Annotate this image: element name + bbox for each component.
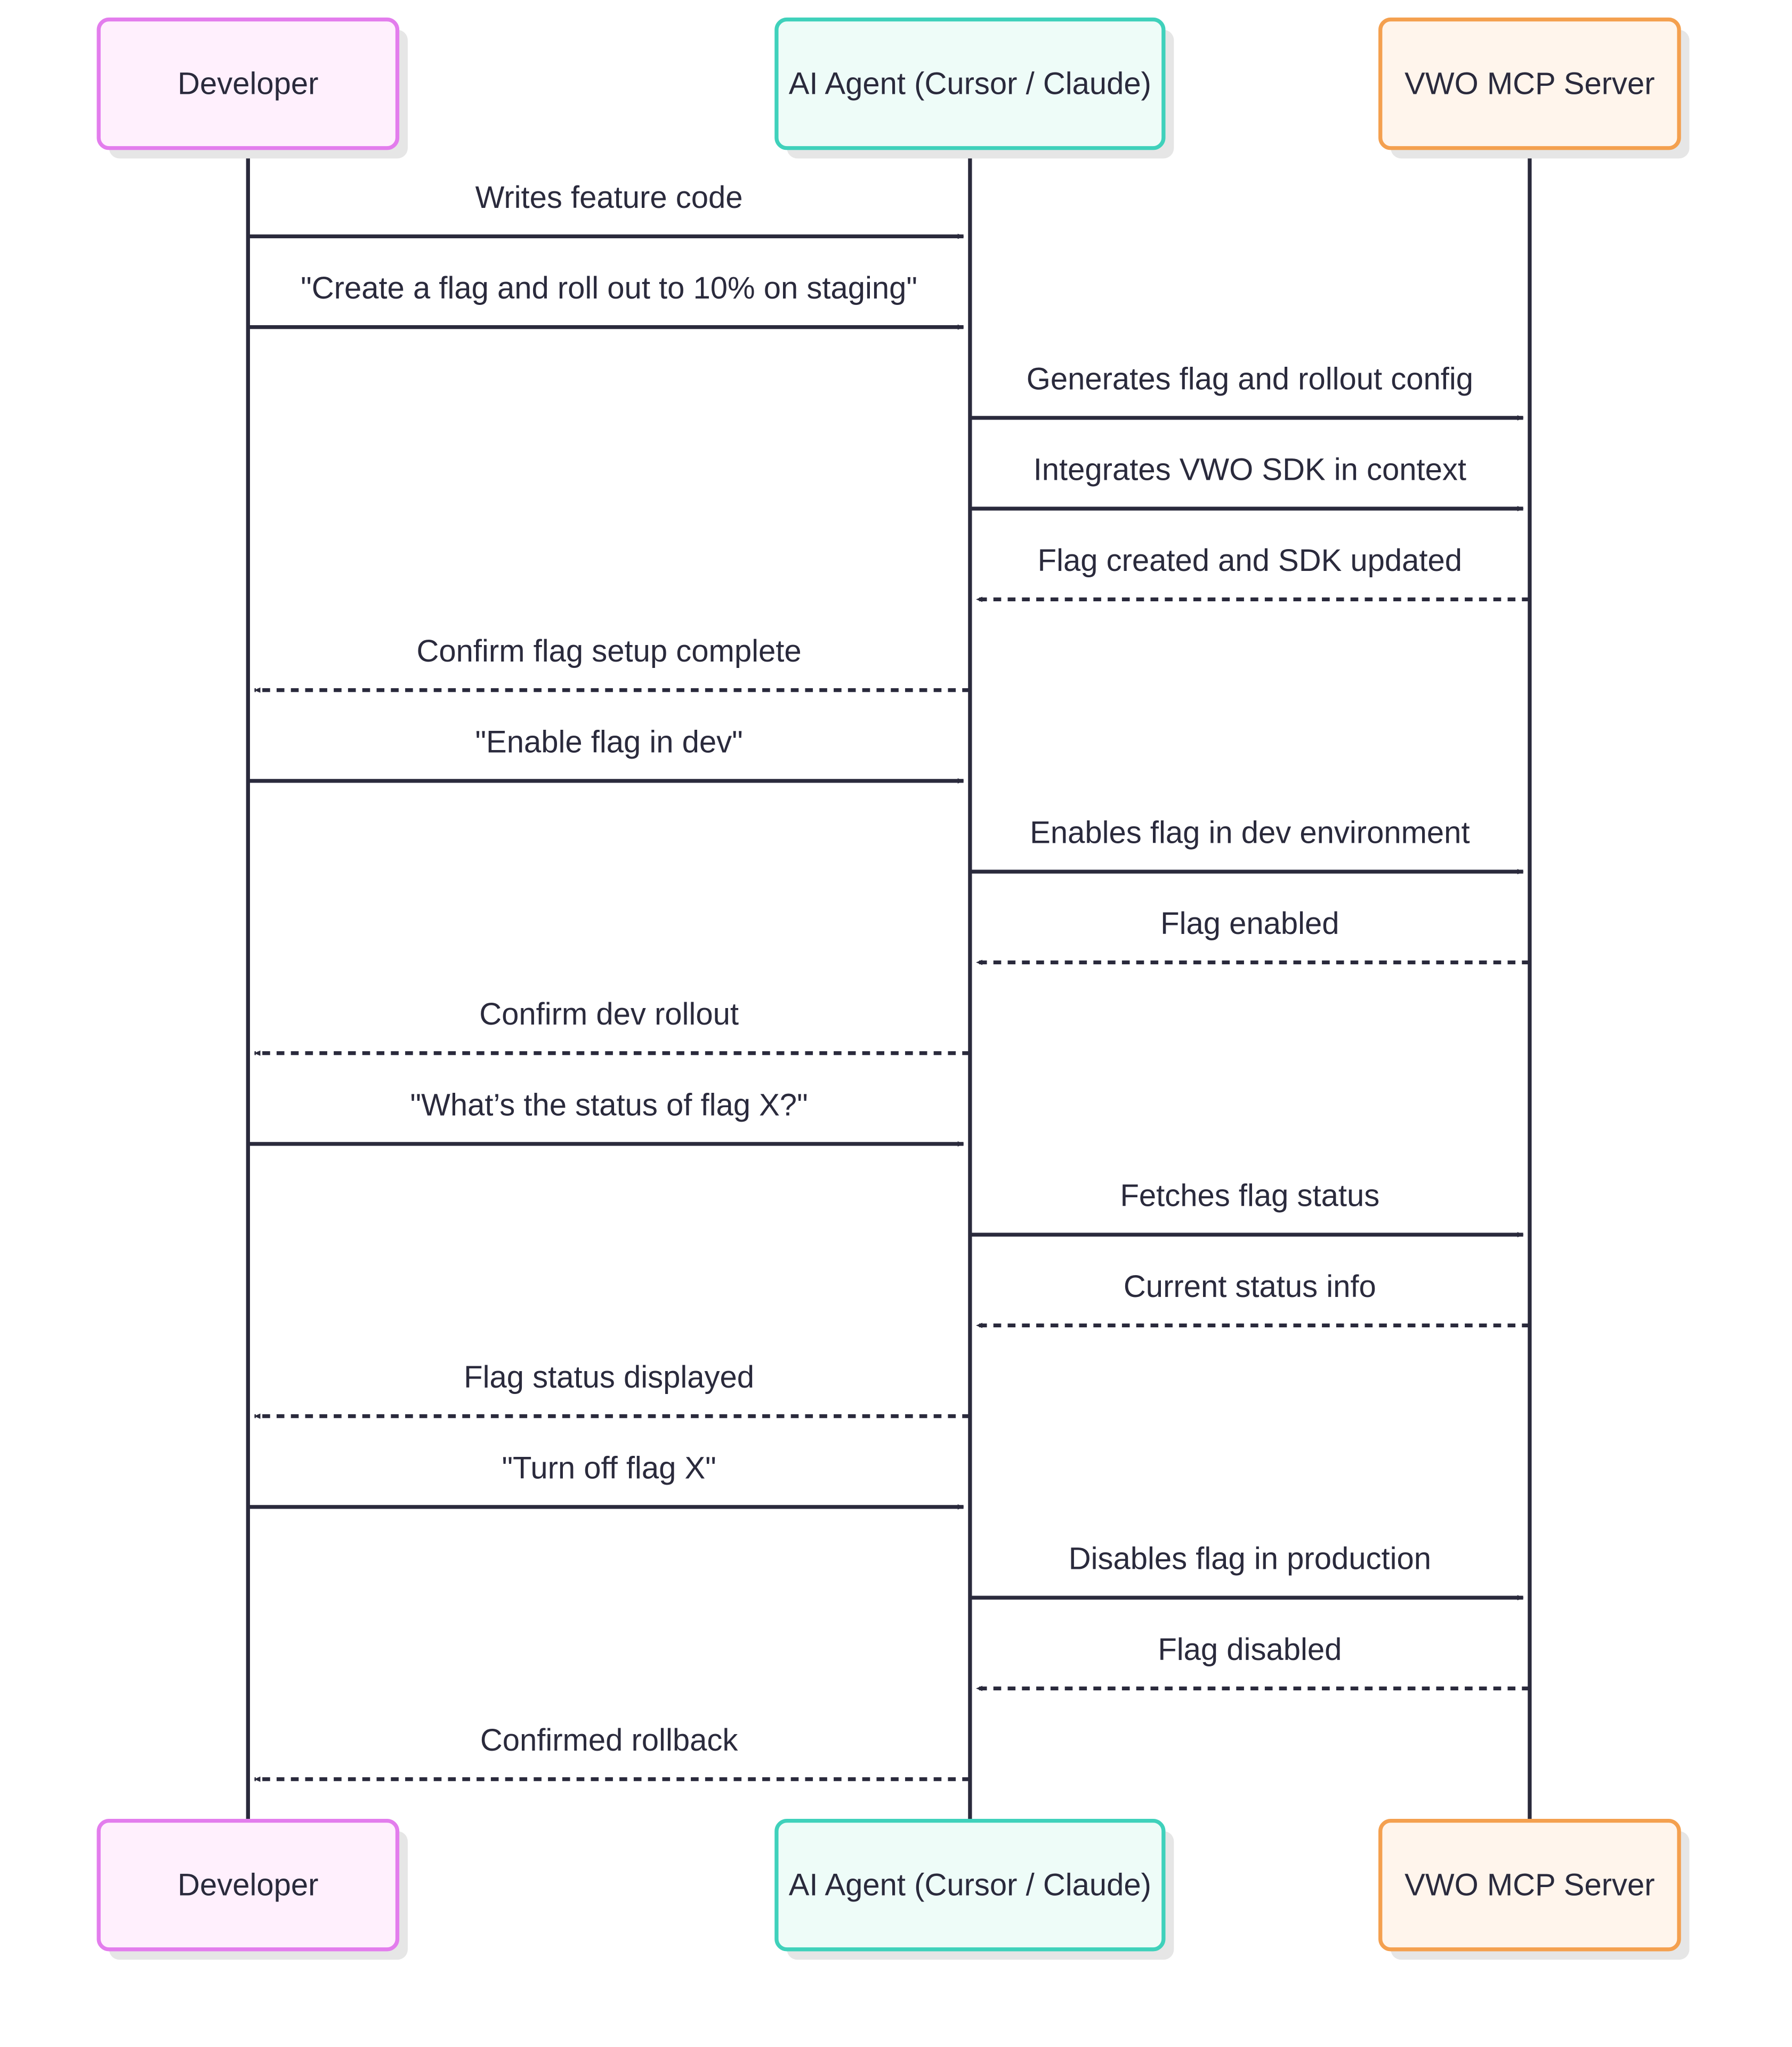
message-7: "Enable flag in dev": [248, 724, 964, 784]
participant-label: VWO MCP Server: [1404, 1868, 1654, 1903]
participants-top: Developer AI Agent (Cursor / Claude) VWO M…: [96, 17, 1690, 159]
message-6: Confirm flag setup complete: [254, 634, 970, 693]
message-11: "What’s the status of flag X?": [248, 1087, 964, 1147]
message-13: Current status info: [976, 1269, 1530, 1328]
message-10: Confirm dev rollout: [254, 997, 970, 1056]
message-15: "Turn off flag X": [248, 1450, 964, 1510]
participant-label: Developer: [177, 67, 318, 101]
message-label: Flag created and SDK updated: [1038, 543, 1462, 578]
participant-box: [1378, 1818, 1681, 1952]
message-label: Confirmed rollback: [480, 1723, 739, 1758]
message-label: "Enable flag in dev": [475, 724, 742, 759]
message-12: Fetches flag status: [970, 1179, 1524, 1238]
messages: Writes feature code "Create a flag and ro…: [248, 180, 1530, 1782]
message-5: Flag created and SDK updated: [976, 543, 1530, 602]
participant-mcp-bottom: VWO MCP Server: [1378, 1818, 1690, 1960]
message-4: Integrates VWO SDK in context: [970, 453, 1524, 512]
participant-mcp-top: VWO MCP Server: [1378, 17, 1690, 159]
message-label: Flag enabled: [1160, 906, 1339, 941]
message-1: Writes feature code: [248, 180, 964, 239]
message-label: Disables flag in production: [1069, 1542, 1431, 1576]
message-label: Writes feature code: [475, 180, 743, 215]
participant-box: [96, 17, 400, 150]
message-label: "Turn off flag X": [502, 1450, 716, 1485]
participant-agent-bottom: AI Agent (Cursor / Claude): [774, 1818, 1174, 1960]
participant-label: AI Agent (Cursor / Claude): [789, 67, 1151, 101]
message-label: Enables flag in dev environment: [1030, 816, 1470, 850]
lifelines: [246, 148, 1532, 1821]
message-label: Confirm dev rollout: [479, 997, 739, 1031]
message-9: Flag enabled: [976, 906, 1530, 965]
message-2: "Create a flag and roll out to 10% on st…: [248, 271, 964, 330]
message-label: Fetches flag status: [1120, 1179, 1379, 1213]
participant-box: [774, 1818, 1166, 1952]
participant-label: Developer: [177, 1868, 318, 1903]
message-3: Generates flag and rollout config: [970, 361, 1524, 421]
message-17: Flag disabled: [976, 1632, 1530, 1691]
participant-dev-top: Developer: [96, 17, 408, 159]
message-18: Confirmed rollback: [254, 1723, 970, 1782]
message-16: Disables flag in production: [970, 1542, 1524, 1601]
message-14: Flag status displayed: [254, 1360, 970, 1419]
participant-box: [774, 17, 1166, 150]
message-label: Integrates VWO SDK in context: [1034, 453, 1466, 487]
message-label: Generates flag and rollout config: [1027, 361, 1473, 396]
message-label: Flag status displayed: [464, 1360, 754, 1395]
message-label: Current status info: [1124, 1269, 1376, 1304]
participant-box: [1378, 17, 1681, 150]
participants-bottom: Developer AI Agent (Cursor / Claude) VWO M…: [96, 1818, 1690, 1960]
participant-box: [96, 1818, 400, 1952]
participant-label: VWO MCP Server: [1404, 67, 1654, 101]
message-label: "What’s the status of flag X?": [410, 1087, 808, 1122]
participant-agent-top: AI Agent (Cursor / Claude): [774, 17, 1174, 159]
message-label: "Create a flag and roll out to 10% on st…: [301, 271, 917, 305]
participant-label: AI Agent (Cursor / Claude): [789, 1868, 1151, 1903]
message-8: Enables flag in dev environment: [970, 816, 1524, 875]
message-label: Flag disabled: [1158, 1632, 1342, 1667]
participant-dev-bottom: Developer: [96, 1818, 408, 1960]
message-label: Confirm flag setup complete: [417, 634, 802, 668]
